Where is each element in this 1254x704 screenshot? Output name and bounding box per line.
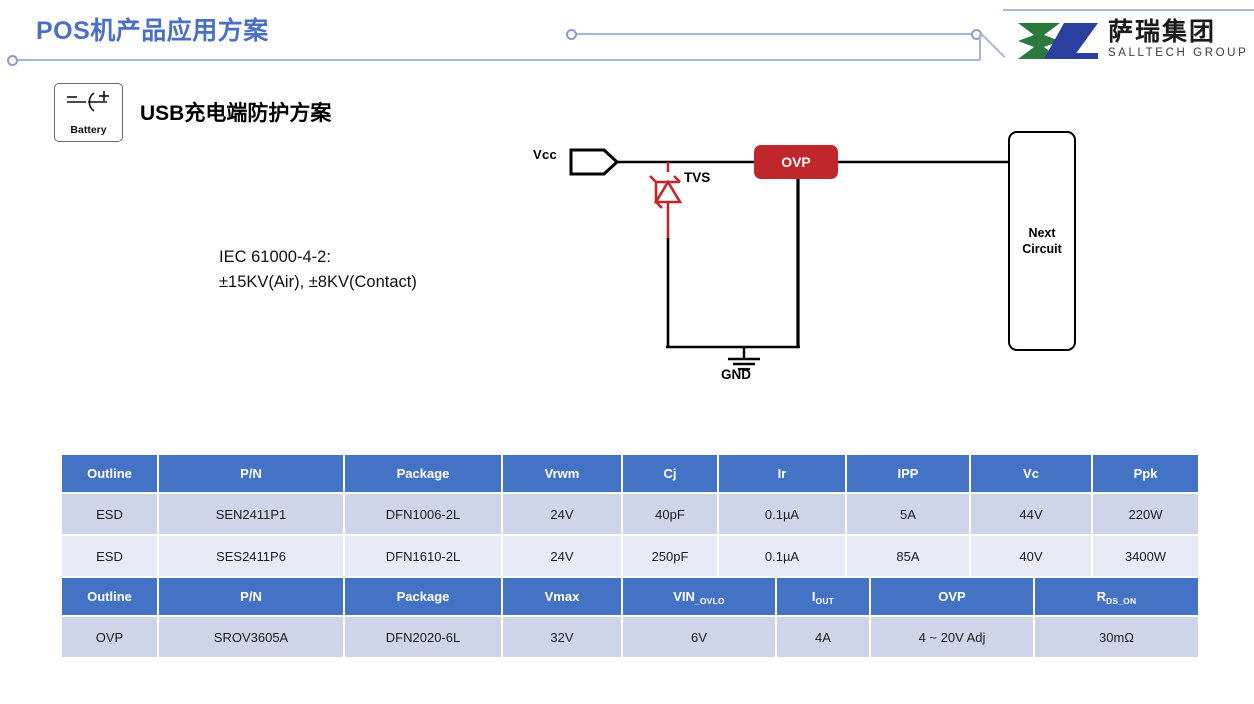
page-header: POS机产品应用方案 xyxy=(0,0,1254,78)
tvs-label: TVS xyxy=(684,170,711,185)
ovp-col-vin-ovlo: VIN_OVLO xyxy=(622,578,777,616)
section-title: USB充电端防护方案 xyxy=(140,97,331,127)
cell-ppk: 220W xyxy=(1092,493,1198,535)
ovp-col-package: Package xyxy=(344,578,503,616)
esd-spec-table: Outline P/N Package Vrwm Cj Ir IPP Vc Pp… xyxy=(62,455,1198,576)
next-circuit-line1: Next xyxy=(1028,226,1056,240)
battery-icon xyxy=(67,91,109,112)
cell-ppk: 3400W xyxy=(1092,535,1198,576)
cell-ovp: 4 ~ 20V Adj xyxy=(870,616,1035,657)
ovp-col-pn: P/N xyxy=(158,578,345,616)
cell-pn: SROV3605A xyxy=(158,616,345,657)
esd-spec-levels: ±15KV(Air), ±8KV(Contact) xyxy=(219,273,417,291)
brand-logo-text: 萨瑞集团 SALLTECH GROUP xyxy=(1108,18,1248,60)
cell-vmax: 32V xyxy=(502,616,623,657)
cell-outline: ESD xyxy=(62,535,159,576)
cell-ipp: 5A xyxy=(846,493,971,535)
cell-vc: 44V xyxy=(970,493,1093,535)
table-row: OVP SROV3605A DFN2020-6L 32V 6V 4A 4 ~ 2… xyxy=(62,616,1198,657)
header-deco-line-lower xyxy=(16,59,980,61)
battery-badge: Battery xyxy=(54,83,123,142)
cell-package: DFN2020-6L xyxy=(344,616,503,657)
esd-col-ir: Ir xyxy=(718,455,847,493)
table-row: ESD SES2411P6 DFN1610-2L 24V 250pF 0.1µA… xyxy=(62,535,1198,576)
ovp-col-rds-on-main: R xyxy=(1096,589,1107,604)
cell-outline: ESD xyxy=(62,493,159,535)
ovp-col-iout-sub: OUT xyxy=(815,596,835,606)
cell-vrwm: 24V xyxy=(502,493,623,535)
header-deco-circle-left-upper xyxy=(566,29,577,40)
ovp-block: OVP xyxy=(754,145,838,179)
cell-vin-ovlo: 6V xyxy=(622,616,777,657)
ovp-spec-table: Outline P/N Package Vmax VIN_OVLO IOUT O… xyxy=(62,578,1198,657)
table-row: ESD SEN2411P1 DFN1006-2L 24V 40pF 0.1µA … xyxy=(62,493,1198,535)
ovp-col-rds-on-sub: DS_ON xyxy=(1106,596,1137,606)
ovp-col-vin-ovlo-main: VIN xyxy=(673,589,695,604)
cell-cj: 250pF xyxy=(622,535,719,576)
page-title: POS机产品应用方案 xyxy=(36,17,269,45)
ovp-col-rds-on: RDS_ON xyxy=(1034,578,1198,616)
cell-iout: 4A xyxy=(776,616,871,657)
esd-col-vrwm: Vrwm xyxy=(502,455,623,493)
cell-package: DFN1610-2L xyxy=(344,535,503,576)
cell-ipp: 85A xyxy=(846,535,971,576)
brand-name-en: SALLTECH GROUP xyxy=(1108,47,1249,59)
header-deco-circle-left-lower xyxy=(7,55,18,66)
header-deco-line-upper xyxy=(575,33,978,35)
cell-vc: 40V xyxy=(970,535,1093,576)
ovp-col-vin-ovlo-sub: _OVLO xyxy=(694,596,725,606)
gnd-label: GND xyxy=(721,367,751,382)
esd-col-pn: P/N xyxy=(158,455,345,493)
esd-table-header-row: Outline P/N Package Vrwm Cj Ir IPP Vc Pp… xyxy=(62,455,1198,493)
cell-pn: SES2411P6 xyxy=(158,535,345,576)
esd-col-cj: Cj xyxy=(622,455,719,493)
ovp-col-outline: Outline xyxy=(62,578,159,616)
vcc-label: Vcc xyxy=(533,147,558,162)
esd-col-vc: Vc xyxy=(970,455,1093,493)
header-deco-connector-vertical xyxy=(979,34,981,60)
ovp-col-vmax: Vmax xyxy=(502,578,623,616)
esd-col-ipp: IPP xyxy=(846,455,971,493)
cell-ir: 0.1µA xyxy=(718,493,847,535)
brand-logo: 萨瑞集团 SALLTECH GROUP xyxy=(1014,18,1246,64)
cell-outline: OVP xyxy=(62,616,159,657)
header-deco-diagonal xyxy=(980,32,1006,59)
ovp-col-iout: IOUT xyxy=(776,578,871,616)
salltech-logo-mark xyxy=(1018,23,1098,59)
header-deco-line-top xyxy=(1003,9,1254,11)
next-circuit-line2: Circuit xyxy=(1022,242,1062,256)
section-title-cn: 充电端防护方案 xyxy=(184,100,332,125)
ovp-block-label: OVP xyxy=(781,154,811,170)
esd-spec-note: IEC 61000-4-2: ±15KV(Air), ±8KV(Contact) xyxy=(219,245,417,295)
brand-name-cn: 萨瑞集团 xyxy=(1108,17,1217,46)
esd-col-outline: Outline xyxy=(62,455,159,493)
cell-package: DFN1006-2L xyxy=(344,493,503,535)
battery-label: Battery xyxy=(70,124,107,136)
cell-ir: 0.1µA xyxy=(718,535,847,576)
cell-pn: SEN2411P1 xyxy=(158,493,345,535)
circuit-wires xyxy=(569,148,1012,371)
esd-col-ppk: Ppk xyxy=(1092,455,1198,493)
cell-rds-on: 30mΩ xyxy=(1034,616,1198,657)
cell-cj: 40pF xyxy=(622,493,719,535)
ovp-table-header-row: Outline P/N Package Vmax VIN_OVLO IOUT O… xyxy=(62,578,1198,616)
ovp-col-ovp: OVP xyxy=(870,578,1035,616)
esd-col-package: Package xyxy=(344,455,503,493)
esd-spec-standard: IEC 61000-4-2: xyxy=(219,248,331,266)
ovp-col-iout-main: I xyxy=(811,589,816,604)
cell-vrwm: 24V xyxy=(502,535,623,576)
section-title-latin: USB xyxy=(140,102,185,125)
